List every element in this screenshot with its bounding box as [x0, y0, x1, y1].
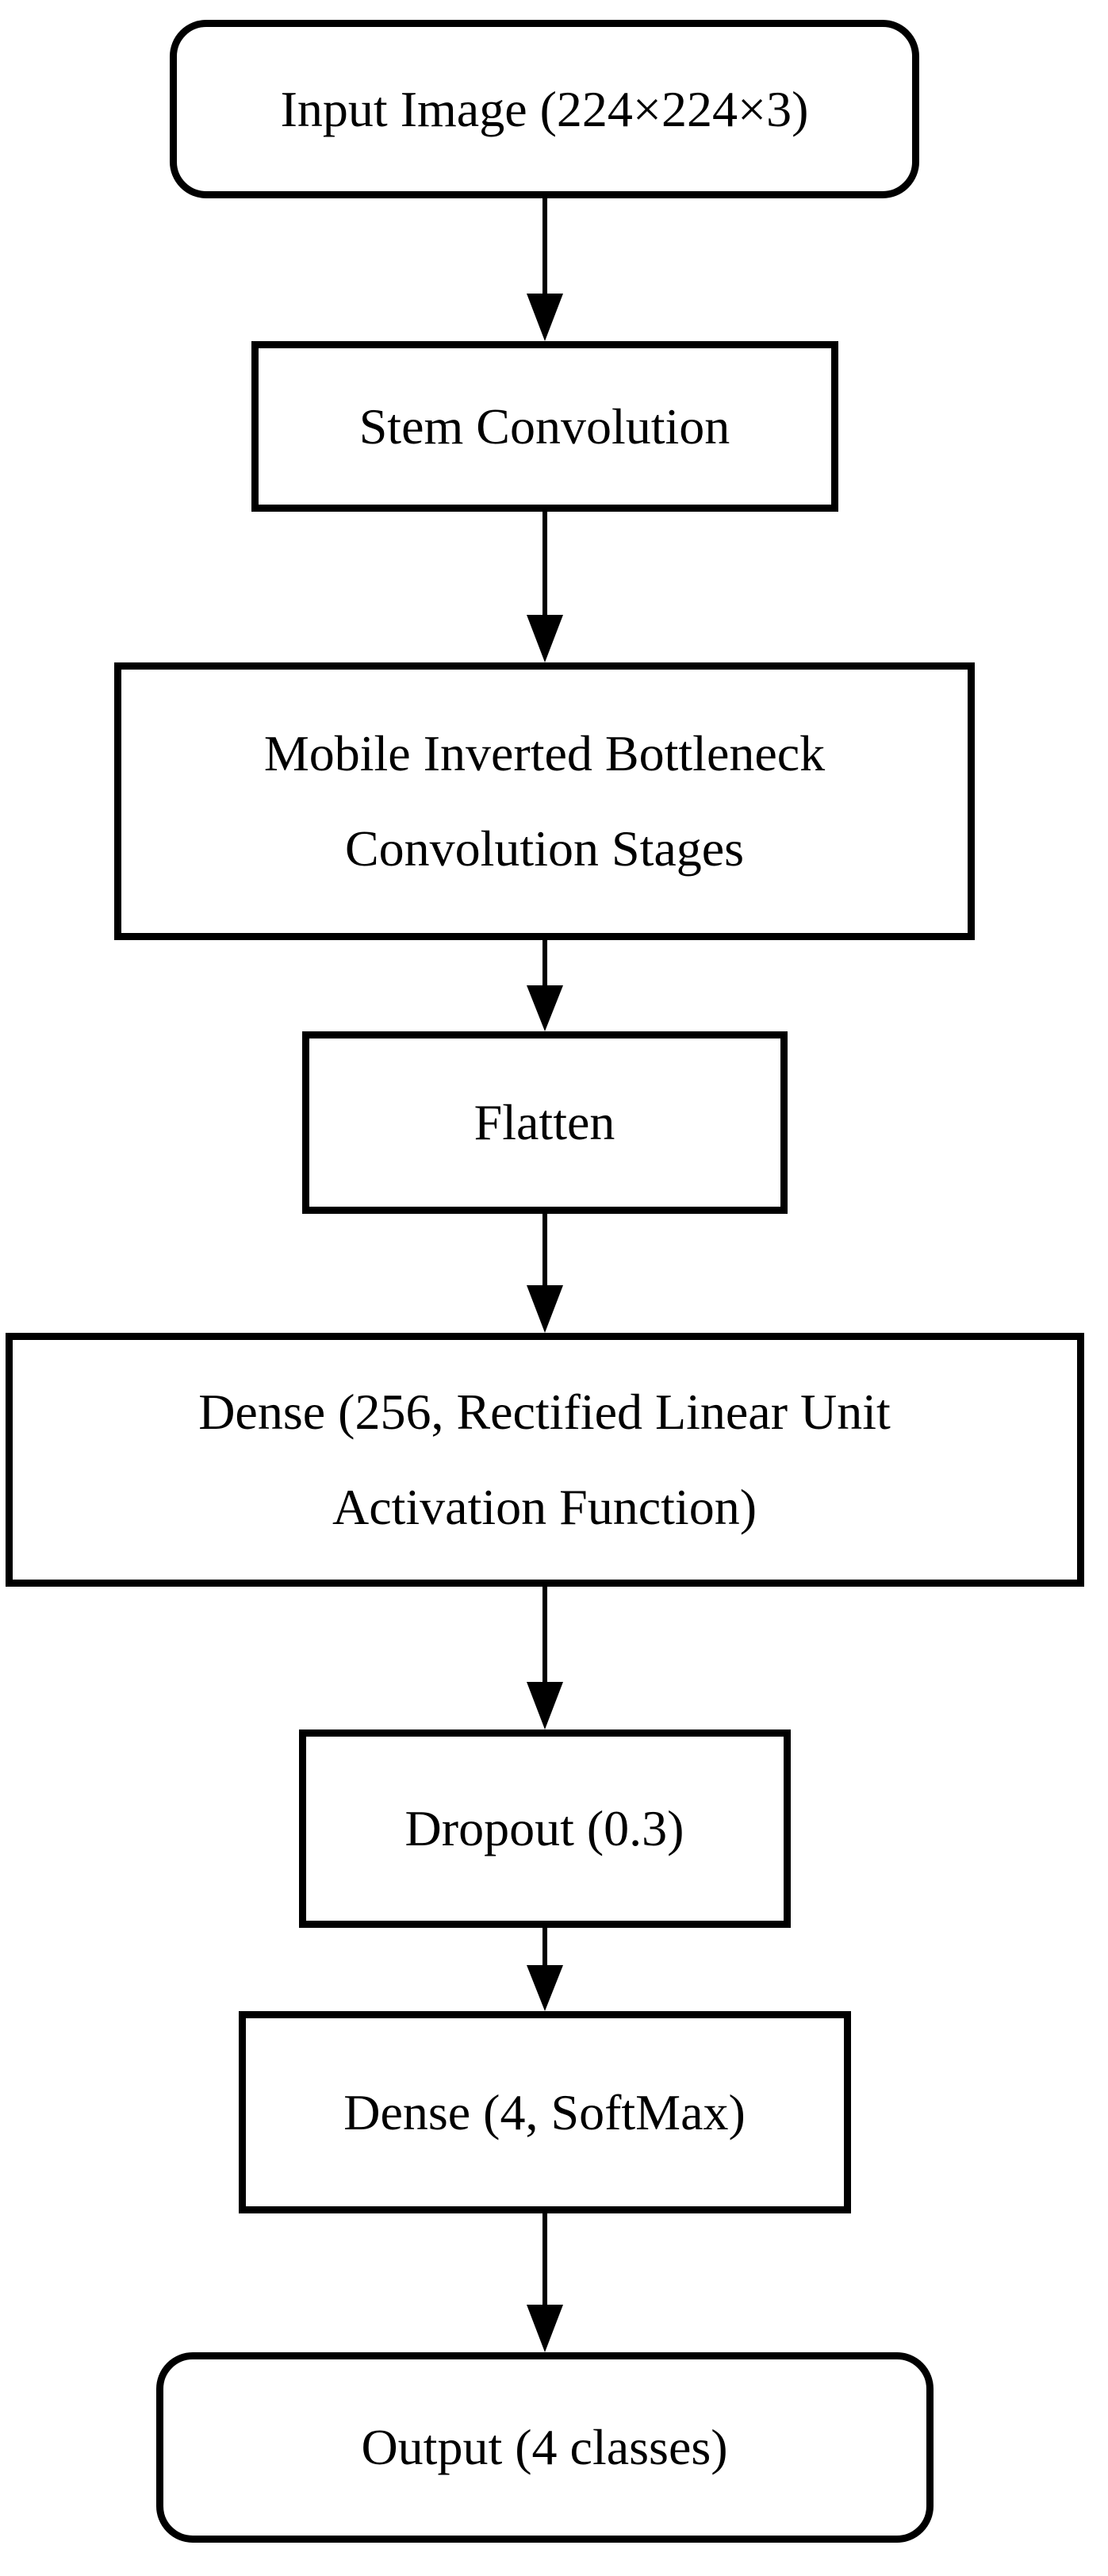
arrow-head-icon [526, 985, 563, 1031]
node-mbconv-stages: Mobile Inverted Bottleneck Convolution S… [114, 662, 975, 940]
arrow-shaft [542, 512, 547, 615]
node-mbconv-stages-label-line1: Mobile Inverted Bottleneck [263, 725, 826, 782]
node-dense-4-softmax: Dense (4, SoftMax) [238, 2011, 851, 2213]
edge-dense4-to-output [526, 2213, 563, 2352]
node-stem-convolution-label: Stem Convolution [358, 397, 730, 455]
arrow-head-icon [526, 1682, 563, 1729]
arrow-head-icon [526, 294, 563, 341]
arrow-shaft [542, 2213, 547, 2305]
node-dense-256-relu-label-line1: Dense (256, Rectified Linear Unit [198, 1384, 891, 1441]
node-output-label: Output (4 classes) [361, 2419, 728, 2476]
arrow-shaft [542, 1587, 547, 1682]
edge-dense256-to-dropout [526, 1587, 563, 1729]
edge-input-to-stem [526, 198, 563, 341]
arrow-head-icon [526, 2305, 563, 2352]
arrow-shaft [542, 940, 547, 985]
arrow-shaft [542, 1928, 547, 1965]
edge-stem-to-mbconv [526, 512, 563, 662]
node-mbconv-stages-label-line2: Convolution Stages [344, 820, 745, 877]
node-input-image: Input Image (224×224×3) [170, 20, 919, 198]
edge-mbconv-to-flatten [526, 940, 563, 1031]
node-flatten-label: Flatten [473, 1094, 615, 1151]
node-stem-convolution: Stem Convolution [251, 341, 838, 512]
arrow-head-icon [526, 615, 563, 662]
node-output: Output (4 classes) [155, 2352, 934, 2543]
node-dense-256-relu: Dense (256, Rectified Linear Unit Activa… [5, 1333, 1084, 1587]
node-dense-4-softmax-label: Dense (4, SoftMax) [343, 2083, 746, 2140]
edge-dropout-to-dense4 [526, 1928, 563, 2011]
arrow-shaft [542, 1214, 547, 1285]
node-dropout-label: Dropout (0.3) [404, 1800, 684, 1857]
node-input-image-label: Input Image (224×224×3) [280, 80, 809, 137]
arrow-head-icon [526, 1965, 563, 2011]
arrow-shaft [542, 198, 547, 294]
node-dense-256-relu-label-line2: Activation Function) [332, 1479, 757, 1535]
arrow-head-icon [526, 1285, 563, 1333]
node-flatten: Flatten [301, 1031, 788, 1214]
edge-flatten-to-dense256 [526, 1214, 563, 1333]
node-dropout: Dropout (0.3) [298, 1729, 791, 1928]
